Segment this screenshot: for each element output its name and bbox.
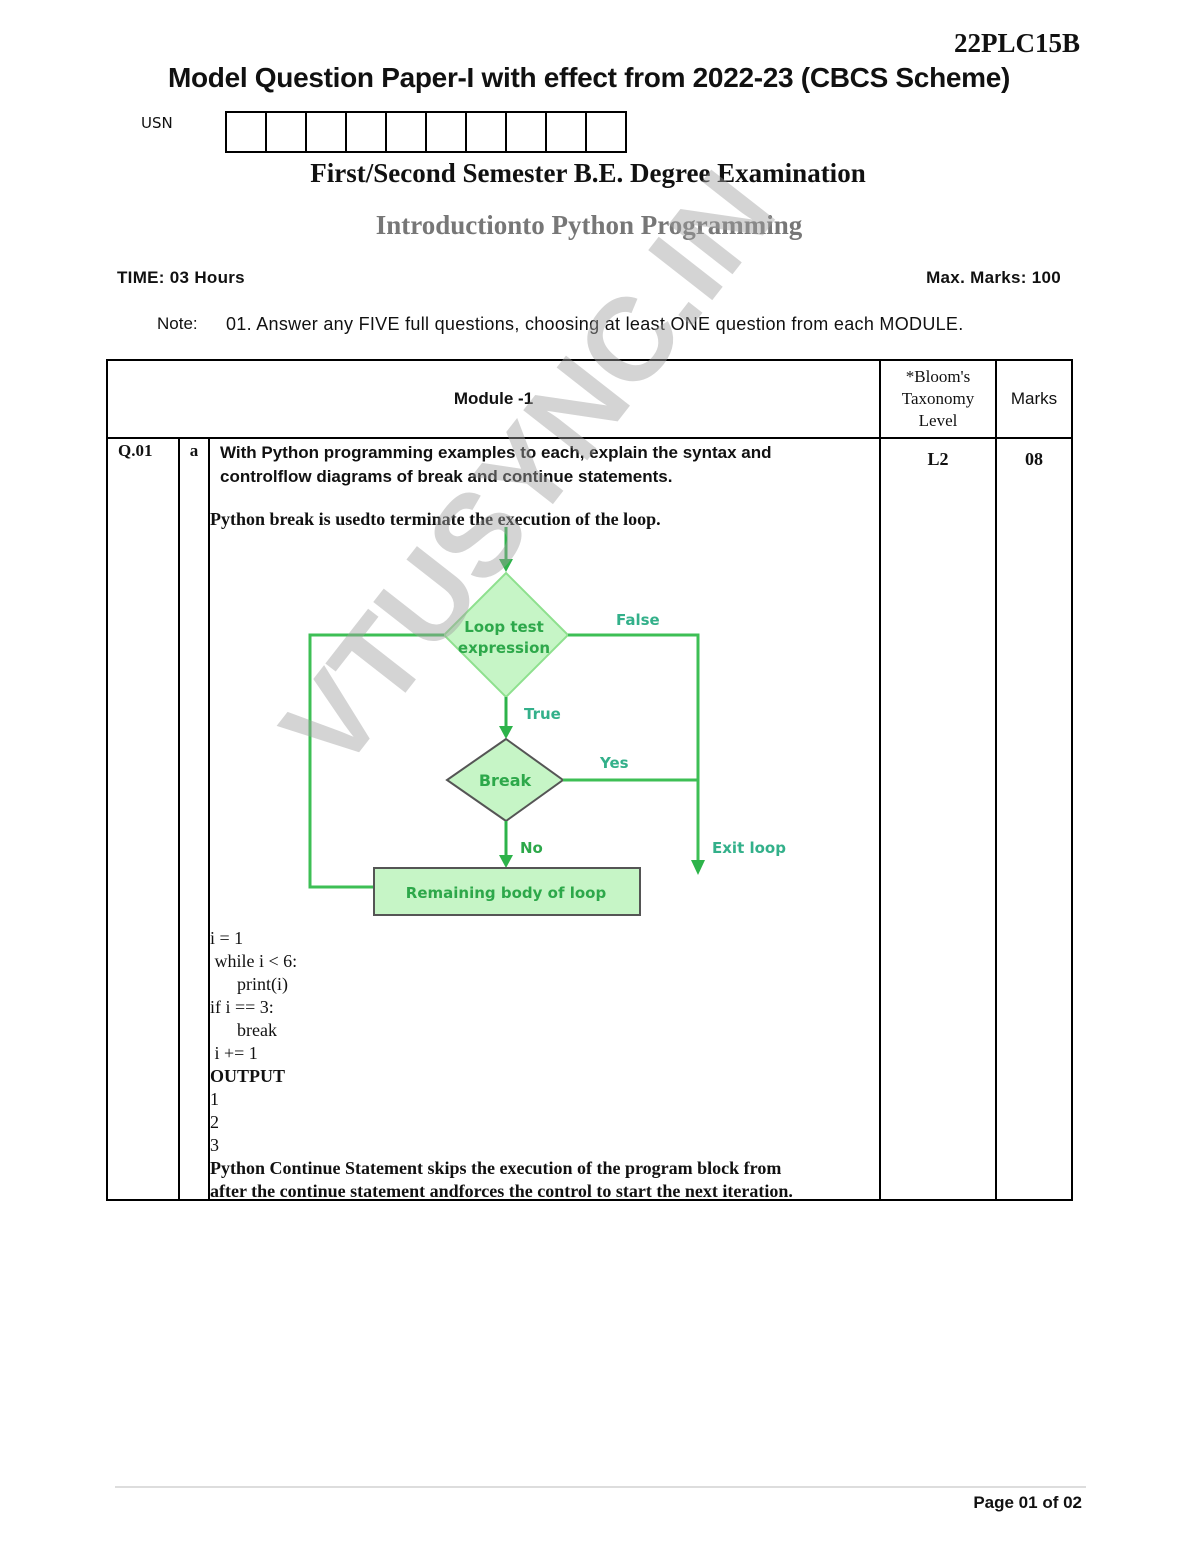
bloom-header: *Bloom's Taxonomy Level	[879, 359, 997, 439]
usn-box	[307, 113, 347, 151]
remaining-body-label: Remaining body of loop	[406, 884, 607, 902]
subject-title: Introductionto Python Programming	[375, 210, 803, 240]
usn-box	[587, 113, 625, 151]
note-text: 01. Answer any FIVE full questions, choo…	[226, 314, 964, 334]
question-table: Module -1 *Bloom's Taxonomy Level Marks …	[106, 359, 1073, 1201]
question-sub: a	[178, 437, 210, 1201]
question-text: With Python programming examples to each…	[220, 443, 772, 486]
usn-box	[507, 113, 547, 151]
output-label: OUTPUT	[210, 1066, 286, 1086]
exam-time: TIME: 03 Hours	[117, 268, 245, 287]
code-example: i = 1 while i < 6: print(i) if i == 3: b…	[210, 928, 793, 1201]
usn-box	[227, 113, 267, 151]
course-code: 22PLC15B	[953, 28, 1080, 58]
usn-box	[267, 113, 307, 151]
true-label: True	[524, 705, 561, 723]
table-row: Q.01 a With Python programming examples …	[106, 437, 1073, 1201]
exam-title: First/Second Semester B.E. Degree Examin…	[310, 158, 866, 188]
usn-box	[547, 113, 587, 151]
usn-boxes	[225, 111, 627, 153]
paper-title: Model Question Paper-I with effect from …	[167, 62, 1011, 93]
break-description: Python break is usedto terminate the exe…	[210, 509, 661, 529]
break-flowchart: Loop test expression False True Break Ye…	[308, 527, 786, 916]
usn-box	[387, 113, 427, 151]
yes-label: Yes	[599, 754, 629, 772]
false-label: False	[616, 611, 660, 629]
usn-box	[467, 113, 507, 151]
continue-description: Python Continue Statement skips the exec…	[210, 1158, 782, 1178]
usn-box	[347, 113, 387, 151]
remaining-body-box	[373, 867, 641, 916]
bloom-level: L2	[879, 437, 997, 1201]
marks-header: Marks	[995, 359, 1073, 439]
svg-text:expression: expression	[458, 639, 550, 657]
max-marks: Max. Marks: 100	[926, 268, 1061, 287]
question-marks: 08	[995, 437, 1073, 1201]
table-header-row: Module -1 *Bloom's Taxonomy Level Marks	[106, 359, 1073, 439]
question-number: Q.01	[106, 437, 180, 1201]
footer-divider	[115, 1486, 1086, 1488]
exit-loop-label: Exit loop	[712, 839, 786, 857]
usn-box	[427, 113, 467, 151]
note-label: Note:	[157, 314, 198, 333]
break-label: Break	[479, 771, 532, 790]
no-label: No	[520, 839, 543, 857]
question-body: With Python programming examples to each…	[208, 437, 881, 1201]
usn-label: USN	[141, 114, 173, 132]
module-header: Module -1	[106, 359, 881, 439]
page-number: Page 01 of 02	[973, 1493, 1082, 1512]
loop-test-label: Loop test	[464, 618, 544, 636]
